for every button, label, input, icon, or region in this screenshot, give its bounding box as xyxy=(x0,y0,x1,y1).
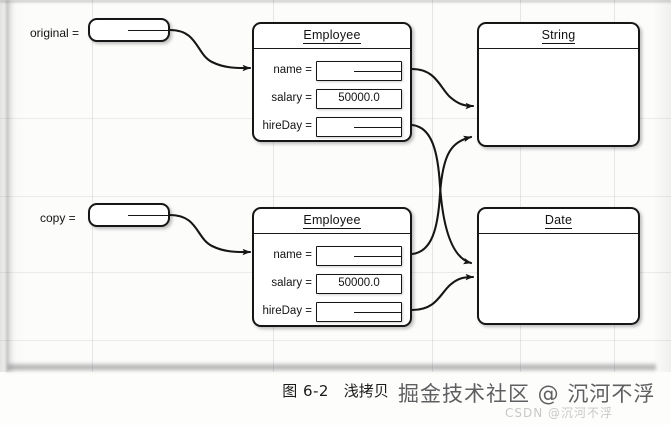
ref-pointer-stub xyxy=(128,215,174,216)
field-pointer-stub-hireday xyxy=(354,312,402,313)
page-rule xyxy=(273,0,274,372)
object-title-divider xyxy=(479,48,638,49)
field-pointer-stub-name xyxy=(354,256,402,257)
ref-pointer-stub xyxy=(128,30,174,31)
field-box-salary: 50000.0 xyxy=(316,274,402,294)
ref-box-copy xyxy=(88,203,174,227)
page-rule xyxy=(0,196,671,197)
field-label-name: name = xyxy=(273,64,312,76)
object-title-divider xyxy=(479,233,638,234)
object-box-date: Date xyxy=(477,207,640,325)
ref-label-original: original = xyxy=(30,26,80,40)
object-title-divider xyxy=(254,48,410,49)
figure-number: 图 6-2 xyxy=(282,382,329,400)
scan-bottom-shadow xyxy=(8,362,656,372)
page-rule xyxy=(92,0,93,372)
field-label-salary: salary = xyxy=(271,277,312,289)
field-pointer-stub-hireday xyxy=(354,127,402,128)
figure-caption-text: 浅拷贝 xyxy=(343,382,389,400)
field-label-name: name = xyxy=(273,249,312,261)
scan-spine-shadow xyxy=(6,0,15,372)
object-title: String xyxy=(541,28,576,44)
page-rule xyxy=(432,0,433,372)
scan-top-shadow xyxy=(0,0,671,4)
object-title-divider xyxy=(254,233,410,234)
page-rule xyxy=(614,0,615,372)
field-box-salary: 50000.0 xyxy=(316,89,402,109)
watermark-secondary: CSDN @沉河不浮 xyxy=(505,406,614,420)
ref-label-copy: copy = xyxy=(40,211,76,225)
page-rule xyxy=(0,340,671,341)
object-title: Date xyxy=(544,213,573,229)
object-title: Employee xyxy=(303,213,361,229)
object-box-employee-top: Employee name = salary = 50000.0 hireDay… xyxy=(252,22,412,142)
field-label-salary: salary = xyxy=(271,92,312,104)
page-rule xyxy=(520,0,521,372)
object-box-string: String xyxy=(477,22,640,147)
field-pointer-stub-name xyxy=(354,71,402,72)
object-box-employee-bottom: Employee name = salary = 50000.0 hireDay… xyxy=(252,207,412,327)
figure-caption: 图 6-2 浅拷贝 xyxy=(0,380,671,401)
field-label-hireday: hireDay = xyxy=(262,305,312,317)
object-title: Employee xyxy=(303,28,361,44)
ref-box-original xyxy=(88,18,174,42)
watermark-primary: 掘金技术社区 @ 沉河不浮 xyxy=(398,382,656,406)
field-label-hireday: hireDay = xyxy=(262,120,312,132)
